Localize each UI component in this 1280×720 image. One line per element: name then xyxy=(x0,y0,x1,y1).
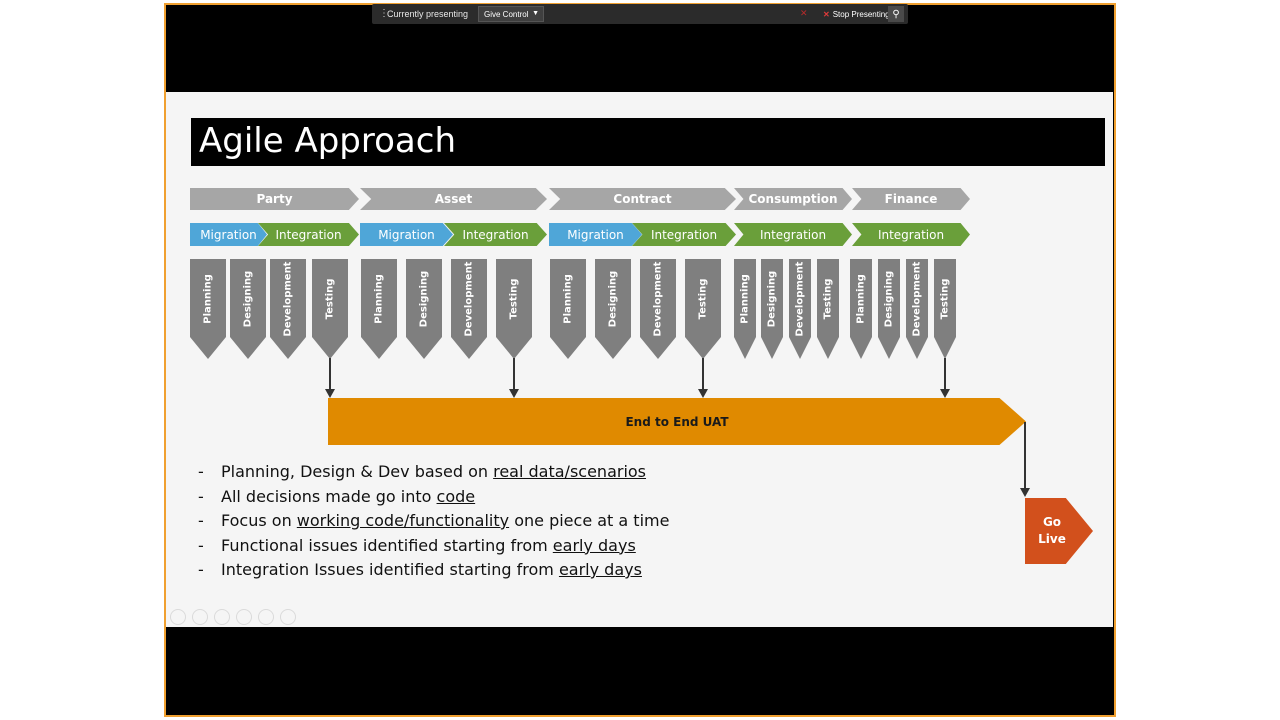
activity-asset-development: Development xyxy=(451,259,487,359)
activity-contract-designing: Designing xyxy=(595,259,631,359)
uat-arrow: End to End UAT xyxy=(328,398,1026,445)
activity-contract-development: Development xyxy=(640,259,676,359)
pin-icon[interactable]: ⚲ xyxy=(888,6,904,22)
title-bar: Agile Approach xyxy=(191,118,1105,166)
activity-party-planning: Planning xyxy=(190,259,226,359)
caret-down-icon: ▼ xyxy=(532,10,539,17)
phase-contract-integration: Integration xyxy=(632,223,736,246)
phase-party-migration: Migration xyxy=(190,223,267,246)
pen-icon[interactable] xyxy=(214,609,230,625)
arrowhead-asset xyxy=(509,389,519,398)
phase-asset-migration: Migration xyxy=(360,223,453,246)
slide-title: Agile Approach xyxy=(199,121,456,161)
activity-asset-planning: Planning xyxy=(361,259,397,359)
bullet-item: -Integration Issues identified starting … xyxy=(198,560,642,579)
connector-party xyxy=(329,358,331,391)
activity-party-designing: Designing xyxy=(230,259,266,359)
activity-contract-planning: Planning xyxy=(550,259,586,359)
activity-party-development: Development xyxy=(270,259,306,359)
previous-slide-icon[interactable] xyxy=(170,609,186,625)
stop-presenting-label: Stop Presenting xyxy=(832,9,890,19)
bullet-list: -Planning, Design & Dev based on real da… xyxy=(198,460,669,583)
slide-tools xyxy=(170,609,296,625)
phase-asset-integration: Integration xyxy=(444,223,547,246)
activity-consumption-development: Development xyxy=(789,259,811,359)
stream-party: Party xyxy=(190,188,359,210)
connector-golive xyxy=(1024,422,1026,488)
slides-grid-icon[interactable] xyxy=(236,609,252,625)
give-control-dropdown[interactable]: Give Control ▼ xyxy=(478,6,544,22)
next-slide-icon[interactable] xyxy=(192,609,208,625)
bullet-item: -Focus on working code/functionality one… xyxy=(198,511,670,530)
arrowhead-finance xyxy=(940,389,950,398)
activity-asset-testing: Testing xyxy=(496,259,532,359)
grip-vertical-icon[interactable]: ⋮ xyxy=(379,8,389,19)
activity-contract-testing: Testing xyxy=(685,259,721,359)
arrowhead-contract xyxy=(698,389,708,398)
phase-consumption-integration: Integration xyxy=(734,223,852,246)
arrowhead-golive xyxy=(1020,488,1030,497)
presenting-toolbar: ⋮ Currently presenting Give Control ▼ ✕ … xyxy=(372,4,908,24)
stream-consumption: Consumption xyxy=(734,188,852,210)
stream-finance: Finance xyxy=(852,188,970,210)
activity-finance-testing: Testing xyxy=(934,259,956,359)
bullet-item: -Planning, Design & Dev based on real da… xyxy=(198,462,647,481)
stop-presenting-button[interactable]: ✕ Stop Presenting xyxy=(817,6,896,22)
connector-asset xyxy=(513,358,515,391)
close-icon[interactable]: ✕ xyxy=(800,8,808,18)
bullet-item: -Functional issues identified starting f… xyxy=(198,535,636,555)
stream-contract: Contract xyxy=(549,188,736,210)
presenting-status: Currently presenting xyxy=(387,9,469,19)
bullet-item: -All decisions made go into code xyxy=(198,486,476,506)
more-options-icon[interactable] xyxy=(280,609,296,625)
phase-party-integration: Integration xyxy=(258,223,359,246)
arrowhead-party xyxy=(325,389,335,398)
activity-consumption-designing: Designing xyxy=(761,259,783,359)
activity-finance-development: Development xyxy=(906,259,928,359)
activity-finance-planning: Planning xyxy=(850,259,872,359)
connector-contract xyxy=(702,358,704,391)
phase-finance-integration: Integration xyxy=(852,223,970,246)
activity-asset-designing: Designing xyxy=(406,259,442,359)
give-control-label: Give Control xyxy=(484,9,529,19)
activity-party-testing: Testing xyxy=(312,259,348,359)
stream-asset: Asset xyxy=(360,188,547,210)
stop-presenting-icon: ✕ xyxy=(823,9,830,19)
connector-finance xyxy=(944,358,946,391)
phase-contract-migration: Migration xyxy=(549,223,642,246)
slide: Agile Approach Party Asset Contract Cons… xyxy=(166,92,1113,627)
zoom-icon[interactable] xyxy=(258,609,274,625)
activity-finance-designing: Designing xyxy=(878,259,900,359)
activity-consumption-planning: Planning xyxy=(734,259,756,359)
activity-consumption-testing: Testing xyxy=(817,259,839,359)
